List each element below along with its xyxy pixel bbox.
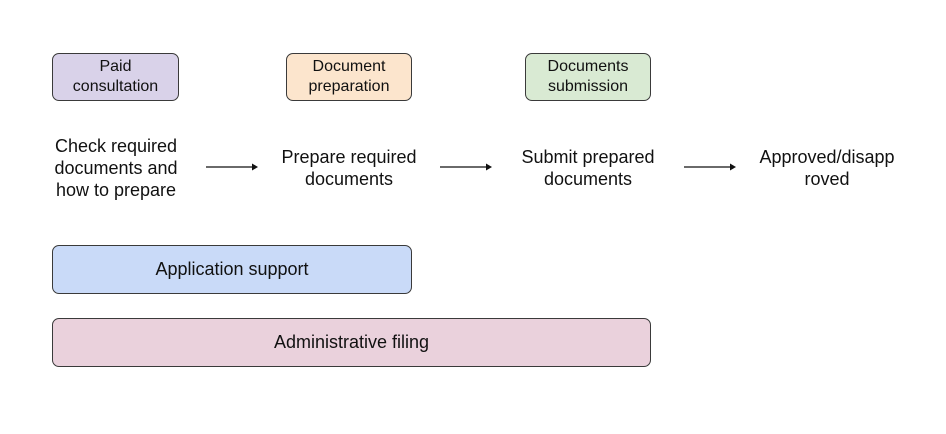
arrow-right-icon [206,161,258,173]
step-3-line-1: Submit prepared [521,147,655,167]
paid-consultation-line-1: Paid [99,58,132,75]
step-3-line-2: documents [543,169,633,189]
arrow-right-icon [684,161,736,173]
step-4-line-2: roved [804,169,850,189]
step-1-line-2: documents and [54,158,178,178]
step-1-line-1: Check required [54,136,178,156]
step-approved-disapproved: Approved/disapp roved [738,145,916,191]
step-prepare-required-documents: Prepare required documents [262,145,436,191]
step-4-line-1: Approved/disapp [759,147,895,167]
document-preparation-tag: Document preparation [286,53,412,101]
document-preparation-line-2: preparation [308,78,390,95]
step-submit-prepared-documents: Submit prepared documents [500,145,676,191]
step-2-line-1: Prepare required [281,147,417,167]
documents-submission-line-1: Documents [547,58,629,75]
document-preparation-line-1: Document [312,58,386,75]
step-1-line-3: how to prepare [55,180,177,200]
application-support-label: Application support [155,259,309,279]
administrative-filing-label: Administrative filing [273,332,430,352]
documents-submission-tag: Documents submission [525,53,651,101]
step-check-required-documents: Check required documents and how to prep… [30,134,202,202]
administrative-filing-bar: Administrative filing [52,318,651,367]
paid-consultation-tag: Paid consultation [52,53,179,101]
paid-consultation-line-2: consultation [72,78,159,95]
step-2-line-2: documents [304,169,394,189]
documents-submission-line-2: submission [547,78,628,95]
application-support-bar: Application support [52,245,412,294]
arrow-right-icon [440,161,492,173]
